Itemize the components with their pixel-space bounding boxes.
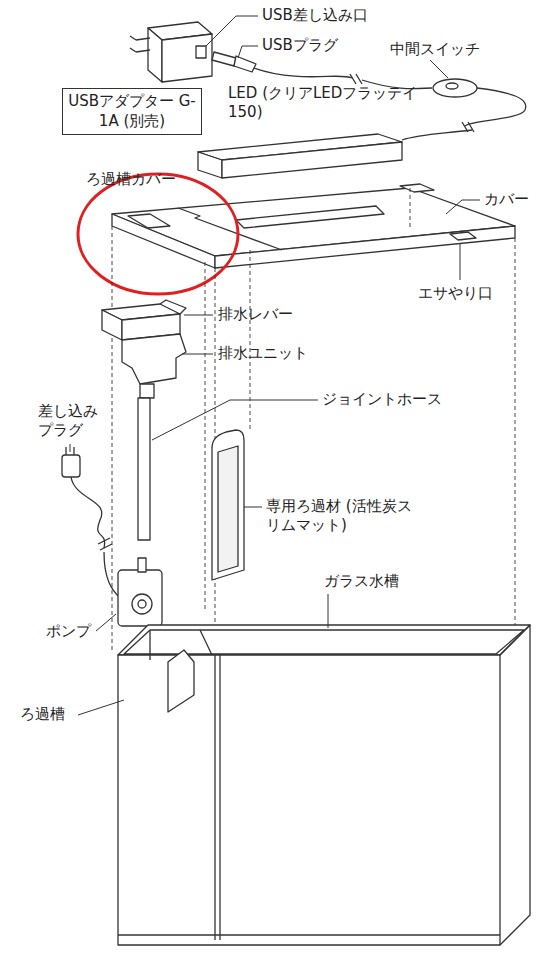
part-label: ガラス水槽 bbox=[324, 572, 399, 591]
usb-adapter bbox=[130, 22, 212, 82]
part-label: USBプラグ bbox=[262, 36, 338, 55]
alignment-lines bbox=[112, 188, 515, 700]
part-label: 専用ろ過材 (活性炭スリムマット) bbox=[266, 497, 426, 535]
pump bbox=[118, 558, 162, 626]
highlight-circle bbox=[78, 174, 238, 294]
part-label: USB差し込み口 bbox=[262, 6, 368, 25]
part-label: ポンプ bbox=[46, 622, 91, 641]
joint-hose bbox=[138, 398, 150, 540]
usb-cable bbox=[212, 52, 526, 140]
filter-mat bbox=[212, 430, 244, 580]
part-label: ジョイントホース bbox=[322, 390, 442, 409]
part-label: 差し込み プラグ bbox=[38, 402, 112, 440]
part-label: カバー bbox=[484, 190, 529, 209]
plug-cord bbox=[62, 447, 120, 598]
part-label: 排水ユニット bbox=[218, 344, 308, 363]
part-label: 中間スイッチ bbox=[390, 40, 480, 59]
part-label: 排水レバー bbox=[218, 305, 293, 324]
cover bbox=[112, 184, 515, 268]
part-label: ろ過槽カバー bbox=[86, 170, 176, 189]
glass-tank bbox=[118, 625, 530, 945]
part-label: ろ過槽 bbox=[20, 705, 65, 724]
part-label: エサやり口 bbox=[418, 284, 493, 303]
part-label: LED (クリアLEDフラッテイ150) bbox=[228, 84, 428, 122]
led-bar bbox=[198, 134, 402, 178]
label-box: USBアダプター G-1A (別売) bbox=[62, 88, 202, 135]
box-text: USBアダプター G-1A (別売) bbox=[67, 92, 197, 131]
drain-unit bbox=[102, 300, 186, 398]
